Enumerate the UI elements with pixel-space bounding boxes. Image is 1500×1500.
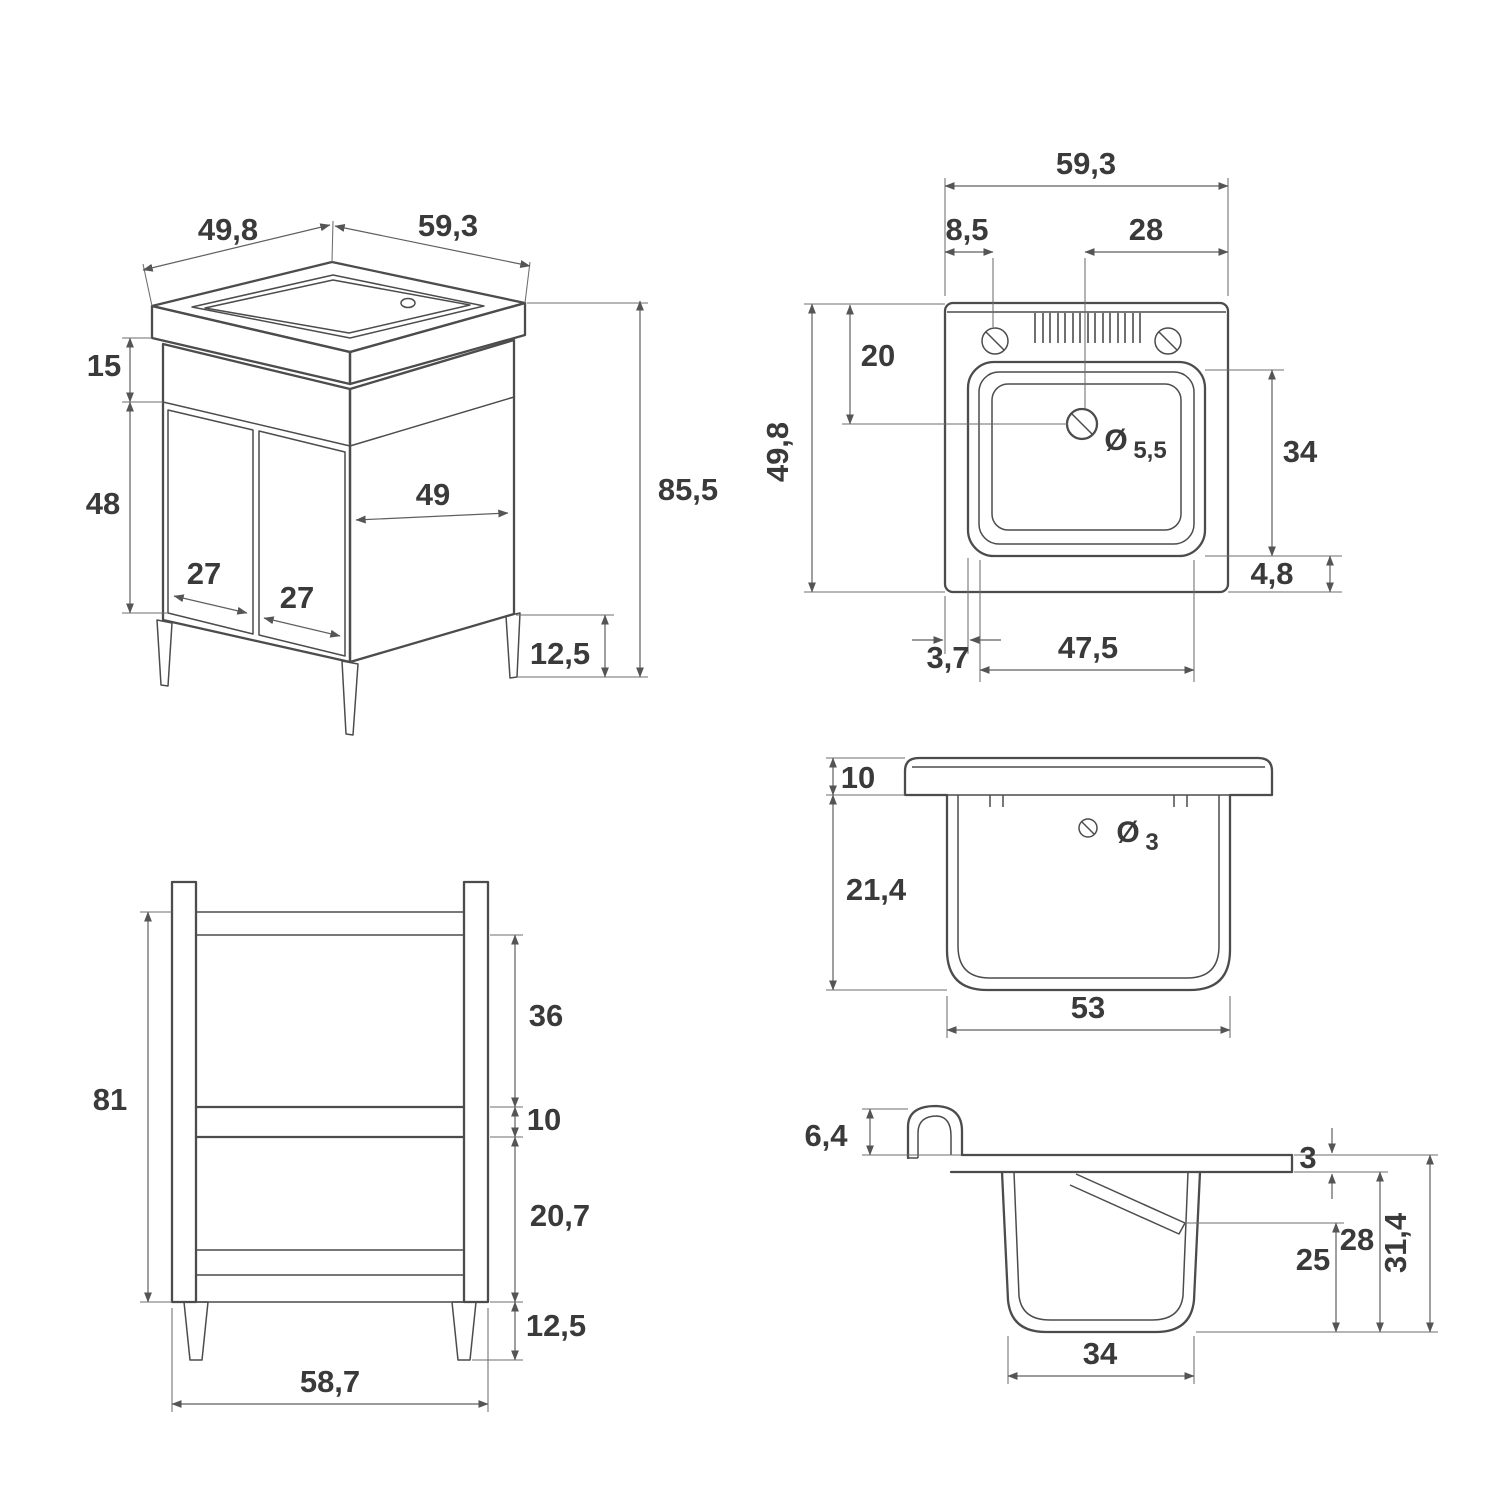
scrub-deck-ribs — [1034, 313, 1141, 343]
dim-overall-width: 59,3 — [1056, 146, 1116, 181]
basin-front-view: 10 21,4 Ø 3 53 — [826, 756, 1274, 1038]
front-leg-left — [183, 1301, 209, 1361]
plan-outline — [943, 301, 1230, 594]
isometric-cabinet-outline — [150, 260, 527, 736]
dim-front-lip: 6,4 — [804, 1118, 848, 1153]
dim-leg-height: 12,5 — [530, 636, 590, 671]
overflow-diameter-symbol: Ø — [1116, 816, 1139, 849]
dim-bowl-inner-depth: 25 — [1296, 1242, 1330, 1277]
carcass-view: 81 36 10 20,7 12,5 58,7 — [93, 880, 590, 1412]
basin-side-dimensions: 6,4 3 31,4 28 25 34 — [804, 1108, 1438, 1384]
basin-front-dimensions: 10 21,4 Ø 3 53 — [826, 757, 1231, 1038]
apron-line — [162, 396, 515, 447]
side-panel-right — [462, 880, 490, 1304]
dim-tap-hole-offset: 8,5 — [945, 212, 988, 247]
tap-hole — [400, 297, 416, 309]
front-lip-inner — [917, 1115, 952, 1158]
basin-side-outline — [906, 1104, 1294, 1334]
washboard-slope — [1069, 1173, 1186, 1235]
drain-hole-slash — [1070, 412, 1094, 436]
sink-rim-inner — [191, 274, 485, 339]
drain-diameter-symbol: Ø — [1104, 424, 1127, 457]
dim-top-width: 59,3 — [418, 208, 478, 243]
dim-carcass-leg-height: 12,5 — [526, 1308, 586, 1343]
basin-outer-profile — [903, 756, 1274, 992]
dim-bowl-width: 53 — [1071, 990, 1105, 1025]
overflow-hole — [1078, 818, 1098, 838]
dim-drain-diameter: 5,5 — [1133, 437, 1166, 464]
cabinet-left-face — [161, 342, 352, 664]
basin-opening — [204, 279, 471, 334]
bowl-outer-profile — [1000, 1170, 1202, 1334]
basin-bottom-edge — [991, 383, 1182, 531]
dim-side-rim: 3,7 — [926, 640, 969, 675]
front-lip-outer — [906, 1104, 964, 1160]
sink-outer-edge — [943, 301, 1230, 594]
dim-lower-section: 20,7 — [530, 1198, 590, 1233]
basin-inner-profile — [957, 795, 1220, 979]
tap-hole-left-slash — [985, 331, 1005, 351]
tap-hole-right — [1154, 327, 1182, 355]
dim-front-rim: 4,8 — [1250, 556, 1293, 591]
dim-left-door-width: 27 — [187, 556, 221, 591]
leg-left — [156, 619, 173, 687]
dim-door-height: 48 — [86, 486, 120, 521]
dim-top-depth: 49,8 — [198, 212, 258, 247]
carcass-dimensions: 81 36 10 20,7 12,5 58,7 — [93, 911, 590, 1412]
basin-rim-outer — [966, 360, 1207, 558]
isometric-view: 49,8 59,3 15 48 27 27 49 85,5 12,5 — [86, 208, 718, 736]
dim-overall-depth: 49,8 — [760, 422, 795, 482]
dim-shelf-thickness: 10 — [527, 1102, 561, 1137]
front-leg-right — [451, 1301, 477, 1361]
dim-back-to-drain: 20 — [861, 338, 895, 373]
dim-apron-height: 15 — [87, 348, 121, 383]
basin-front-outline — [903, 756, 1274, 992]
plan-view: 59,3 8,5 28 20 49,8 34 Ø 5,5 4,8 3,7 47,… — [760, 146, 1342, 682]
dim-frame-width: 58,7 — [300, 1364, 360, 1399]
dim-upper-section: 36 — [529, 998, 563, 1033]
left-door — [167, 409, 254, 635]
dim-bowl-depth: 21,4 — [846, 872, 907, 907]
slab-right-edge — [348, 301, 527, 386]
dim-basin-width: 47,5 — [1058, 630, 1118, 665]
rim-support-tabs — [989, 795, 1188, 807]
leg-right — [505, 612, 521, 679]
dim-bowl-bottom-width: 34 — [1083, 1336, 1118, 1371]
basin-rim-inner — [978, 371, 1195, 545]
dim-basin-depth: 34 — [1283, 434, 1318, 469]
dim-rim-height: 10 — [841, 760, 875, 795]
basin-side-view: 6,4 3 31,4 28 25 34 — [804, 1104, 1438, 1384]
tap-hole-right-slash — [1158, 331, 1178, 351]
slab-left-edge — [150, 304, 352, 386]
dim-bowl-outer-depth: 28 — [1340, 1222, 1374, 1257]
carcass-outline — [170, 880, 490, 1361]
dim-drain-to-edge: 28 — [1129, 212, 1163, 247]
right-door — [258, 430, 346, 657]
dim-total-height: 85,5 — [658, 472, 718, 507]
plan-dimensions: 59,3 8,5 28 20 49,8 34 Ø 5,5 4,8 3,7 47,… — [760, 146, 1342, 682]
dim-frame-height: 81 — [93, 1082, 127, 1117]
overflow-hole-slash — [1081, 821, 1095, 835]
leg-front — [341, 660, 359, 736]
dim-overflow-diameter: 3 — [1145, 829, 1158, 856]
dim-overall-depth-side: 31,4 — [1378, 1212, 1413, 1273]
tap-hole-left — [981, 327, 1009, 355]
side-panel-left — [170, 880, 198, 1304]
dim-side-width: 49 — [416, 477, 450, 512]
dim-right-door-width: 27 — [280, 580, 314, 615]
dim-rim-thickness: 3 — [1299, 1140, 1316, 1175]
bowl-inner-profile — [1013, 1171, 1189, 1321]
isometric-dimensions: 49,8 59,3 15 48 27 27 49 85,5 12,5 — [86, 208, 718, 678]
